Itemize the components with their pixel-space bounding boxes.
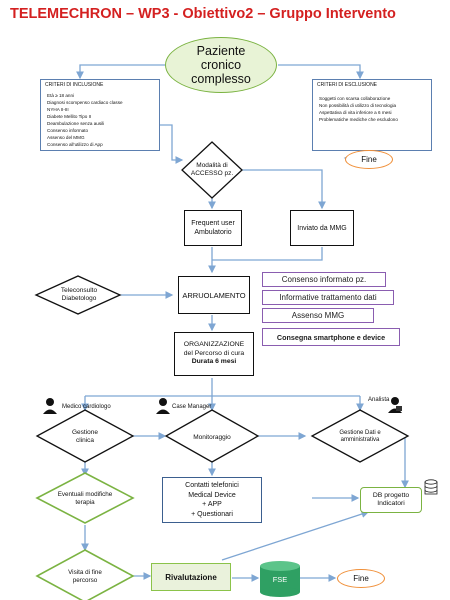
end-visit-label: Visita di fine percorso [68, 569, 102, 584]
side-note-privacy: Informative trattamento dati [262, 290, 394, 305]
reevaluation-box: Rivalutazione [151, 563, 231, 591]
access-label: Modalità di ACCESSO pz. [190, 162, 234, 177]
monitoring-diamond [164, 409, 260, 463]
database-icon [424, 479, 438, 495]
sent-by-mmg-box: Inviato da MMG [290, 210, 354, 246]
exclusion-list: Soggetti con scarsa collaborazione Non p… [319, 95, 398, 123]
list-item: Soggetti con scarsa collaborazione [319, 96, 391, 101]
contacts-line: Medical Device [188, 491, 236, 499]
organization-line3: Durata 6 mesi [191, 358, 237, 366]
access-diamond [181, 141, 243, 199]
enrollment-box: ARRUOLAMENTO [178, 276, 250, 314]
data-diamond [310, 409, 410, 463]
list-item: Aspettativa di vita inferiore a 6 mesi [319, 110, 392, 115]
arrow-access-mmg [242, 169, 326, 210]
start-label: Paziente cronico complesso [191, 44, 251, 86]
side-note-device: Consegna smartphone e device [262, 328, 400, 346]
list-item: Diagnosi scompenso cardiaco classe [47, 100, 123, 105]
end-label: Fine [353, 574, 369, 583]
side-note-consent: Consenso informato pz. [262, 272, 386, 287]
inclusion-heading: CRITERI DI INCLUSIONE [45, 82, 104, 88]
start-oval: Paziente cronico complesso [165, 37, 277, 93]
contacts-line: + APP [202, 501, 222, 508]
analyst-icon [388, 397, 402, 413]
visit-diamond [35, 549, 135, 600]
end-label: Fine [361, 155, 377, 164]
list-item: Deambulazione senza ausili [47, 121, 105, 126]
arrow-start-exclusion [278, 64, 364, 80]
therapy-changes-label: Eventuali modifiche terapia [57, 491, 113, 506]
frequent-user-box: Frequent user Ambulatorio [184, 210, 242, 246]
list-item: Consenso all’utilizzo di App [47, 142, 103, 147]
organization-line2: del Percorso di cura [183, 349, 245, 357]
exclusion-heading: CRITERI DI ESCLUSIONE [317, 82, 378, 88]
side-note-mmg: Assenso MMG [262, 308, 374, 323]
role-cardiologist: Medico cardiologo [62, 404, 111, 410]
teleconsult-label: Teleconsulto Diabetologo [60, 287, 98, 302]
clinical-label: Gestione clinica [71, 429, 99, 444]
organization-line1: ORGANIZZAZIONE [183, 341, 245, 349]
contacts-box: Contatti telefonici Medical Device + APP… [162, 477, 262, 523]
role-case-manager: Case Manager [172, 404, 212, 410]
fse-label: FSE [272, 574, 288, 584]
arrow-mmg-enroll [212, 247, 323, 261]
cardiologist-icon [43, 398, 57, 414]
end-oval-top: Fine [345, 150, 393, 169]
arrow-reeval-db [221, 510, 370, 561]
teleconsult-diamond [34, 275, 122, 315]
case-manager-icon [156, 398, 170, 414]
db-project-box: DB progetto Indicatori [360, 487, 422, 513]
inclusion-criteria-box: CRITERI DI INCLUSIONE Età ≥ 18 anni Diag… [40, 79, 160, 151]
list-item: Non possibilità di utilizzo di tecnologi… [319, 103, 397, 108]
exclusion-criteria-box: CRITERI DI ESCLUSIONE Soggetti con scars… [312, 79, 432, 151]
monitoring-label: Monitoraggio [193, 433, 231, 441]
arrow-inclusion-access [160, 124, 184, 164]
organization-box: ORGANIZZAZIONE del Percorso di cura Dura… [174, 332, 254, 376]
list-item: Consenso informato [47, 128, 89, 133]
end-oval-bottom: Fine [337, 569, 385, 588]
page-title: TELEMECHRON – WP3 - Obiettivo2 – Gruppo … [10, 6, 396, 22]
clinical-diamond [35, 409, 135, 463]
list-item: Problematiche mediche che escludono [319, 117, 398, 122]
therapy-diamond [35, 472, 135, 524]
list-item: Assenso del MMG [47, 135, 85, 140]
contacts-line: Contatti telefonici [185, 482, 239, 489]
list-item: Diabete Mellito Tipo II [47, 114, 92, 119]
inclusion-list: Età ≥ 18 anni Diagnosi scompenso cardiac… [47, 92, 123, 148]
list-item: NYHA II-III [47, 107, 69, 112]
role-analyst: Analista [368, 397, 390, 403]
data-management-label: Gestione Dati e amministrativa [339, 429, 381, 444]
fse-cylinder [260, 561, 300, 597]
contacts-line: + Questionari [191, 510, 233, 518]
list-item: Età ≥ 18 anni [47, 93, 75, 98]
arrow-start-inclusion [76, 64, 165, 80]
